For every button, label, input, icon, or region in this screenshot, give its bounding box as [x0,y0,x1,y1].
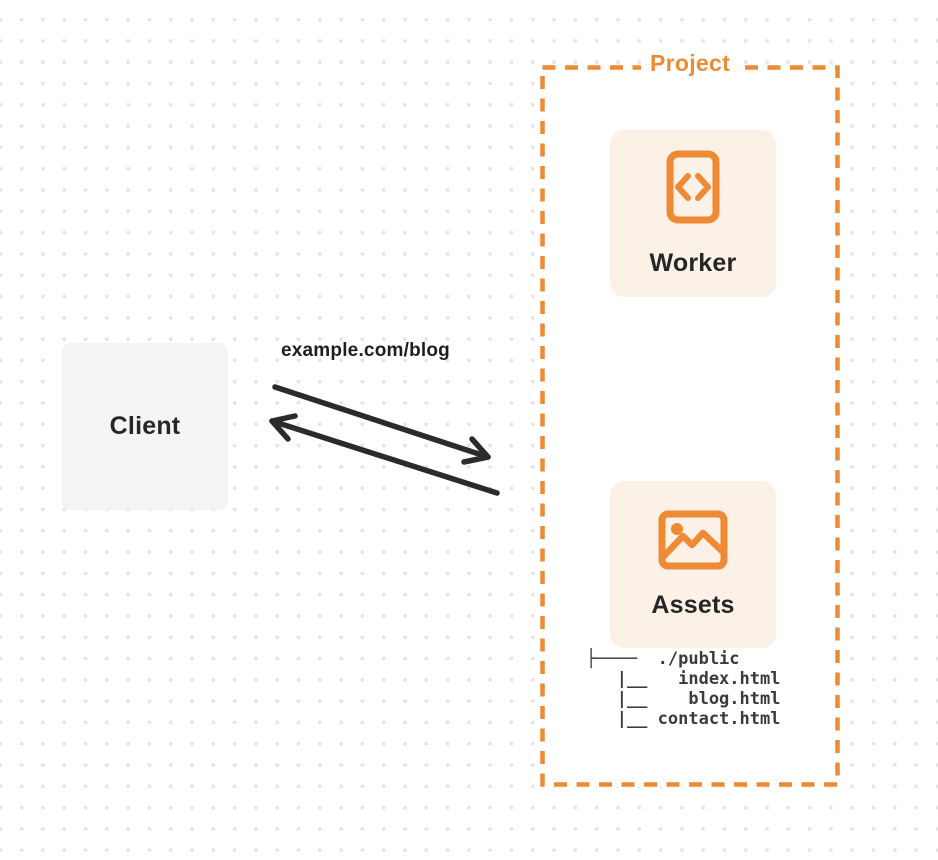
project-label: Project [640,50,740,77]
worker-label: Worker [649,248,737,277]
request-url-label: example.com/blog [281,340,450,361]
request-arrow-line [272,384,491,460]
image-icon [658,510,728,570]
client-label: Client [109,412,181,440]
response-arrowhead-icon [269,413,298,442]
project-container: Project Worker Assets [540,50,840,787]
worker-card: Worker [610,130,776,297]
client-node: Client [62,343,228,510]
response-arrow-line [269,418,500,496]
file-tree: ├──── ./public |__ index.html |__ blog.h… [586,649,781,729]
code-icon [666,150,720,224]
assets-card: Assets [610,481,776,648]
assets-label: Assets [651,590,735,619]
request-arrowhead-icon [461,436,491,465]
